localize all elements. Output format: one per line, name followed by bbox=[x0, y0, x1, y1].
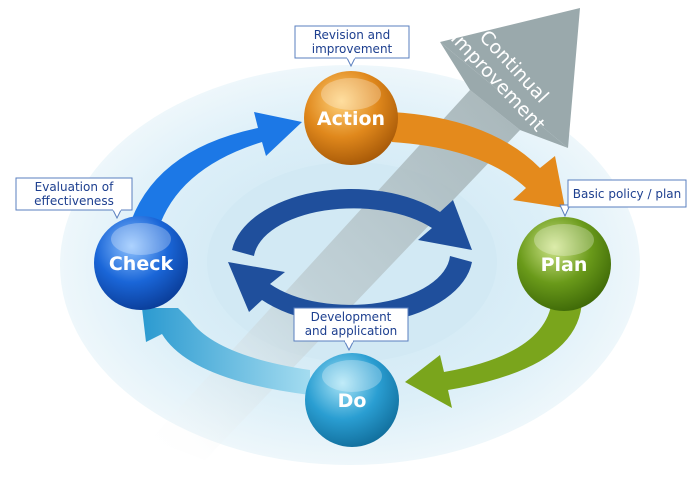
node-check: Check bbox=[94, 216, 188, 310]
callout-action-line2: improvement bbox=[312, 42, 393, 56]
callout-plan: Basic policy / plan bbox=[559, 179, 687, 218]
arrow-check-to-action bbox=[128, 112, 302, 230]
callout-do-line2: and application bbox=[305, 324, 398, 338]
callout-check-line2: effectiveness bbox=[34, 194, 114, 208]
node-plan-label: Plan bbox=[541, 254, 588, 276]
callout-plan-line1: Basic policy / plan bbox=[573, 187, 682, 201]
node-plan: Plan bbox=[517, 217, 611, 311]
callout-check-line1: Evaluation of bbox=[35, 180, 114, 194]
callout-check: Evaluation of effectiveness bbox=[15, 177, 133, 220]
callout-do-line1: Development bbox=[311, 310, 392, 324]
inner-cycle bbox=[228, 188, 472, 325]
inner-arrow-top bbox=[232, 188, 472, 256]
arrow-action-to-plan bbox=[392, 112, 565, 208]
callout-action: Revision and improvement bbox=[294, 25, 410, 68]
node-action-label: Action bbox=[317, 108, 385, 130]
node-do-label: Do bbox=[338, 390, 367, 412]
node-check-label: Check bbox=[109, 253, 174, 275]
callout-action-line1: Revision and bbox=[314, 28, 391, 42]
inner-arrow-bottom bbox=[228, 256, 472, 325]
arrow-do-to-check bbox=[142, 308, 310, 395]
node-action: Action bbox=[304, 71, 398, 165]
node-do: Do bbox=[305, 353, 399, 447]
arrow-plan-to-do bbox=[405, 300, 582, 408]
callout-do: Development and application bbox=[293, 307, 409, 352]
